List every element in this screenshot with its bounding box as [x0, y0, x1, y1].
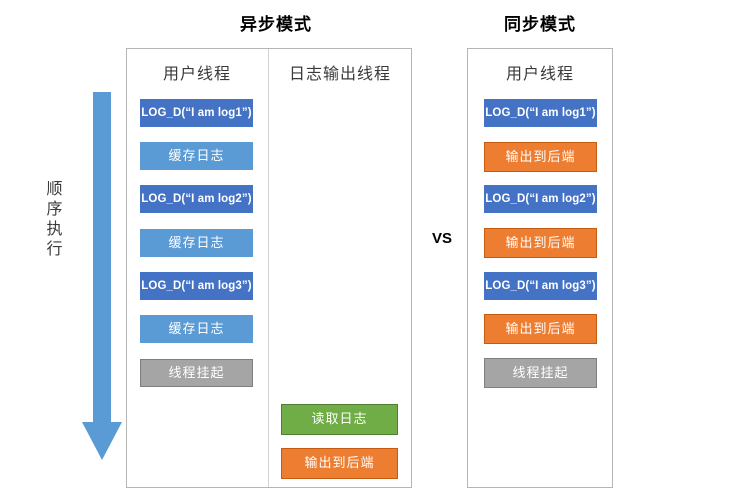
seq-char-0: 顺: [46, 181, 64, 198]
sequential-execution-label: 顺 序 执 行: [40, 180, 70, 260]
async-user-thread-heading: 用户线程: [162, 66, 231, 83]
seq-char-3: 行: [46, 241, 64, 258]
async-mode-title: 异步模式: [240, 15, 312, 34]
async-log-output-thread-heading: 日志输出线程: [288, 66, 391, 83]
sync-step-log3[interactable]: LOG_D(“I am log3”): [484, 272, 597, 300]
sync-step-log1[interactable]: LOG_D(“I am log1”): [484, 99, 597, 127]
versus-label: VS: [431, 230, 452, 247]
async-step-output-to-backend[interactable]: 输出到后端: [281, 448, 398, 479]
async-step-read-log[interactable]: 读取日志: [281, 404, 398, 435]
seq-char-1: 序: [46, 201, 64, 218]
sync-user-thread-heading: 用户线程: [505, 66, 574, 83]
async-step-cache-log-1[interactable]: 缓存日志: [140, 142, 253, 170]
async-step-log3[interactable]: LOG_D(“I am log3”): [140, 272, 253, 300]
sync-step-output-to-backend-3[interactable]: 输出到后端: [484, 314, 597, 344]
async-step-log1[interactable]: LOG_D(“I am log1”): [140, 99, 253, 127]
sequential-execution-arrow-icon: [82, 92, 122, 460]
sync-mode-title: 同步模式: [504, 15, 576, 34]
async-panel-column-divider: [268, 49, 269, 487]
sync-step-output-to-backend-1[interactable]: 输出到后端: [484, 142, 597, 172]
sync-step-thread-suspend[interactable]: 线程挂起: [484, 358, 597, 388]
async-step-log2[interactable]: LOG_D(“I am log2”): [140, 185, 253, 213]
async-step-cache-log-2[interactable]: 缓存日志: [140, 229, 253, 257]
sync-step-log2[interactable]: LOG_D(“I am log2”): [484, 185, 597, 213]
seq-char-2: 执: [46, 221, 64, 238]
sync-step-output-to-backend-2[interactable]: 输出到后端: [484, 228, 597, 258]
async-step-cache-log-3[interactable]: 缓存日志: [140, 315, 253, 343]
async-step-thread-suspend[interactable]: 线程挂起: [140, 359, 253, 387]
